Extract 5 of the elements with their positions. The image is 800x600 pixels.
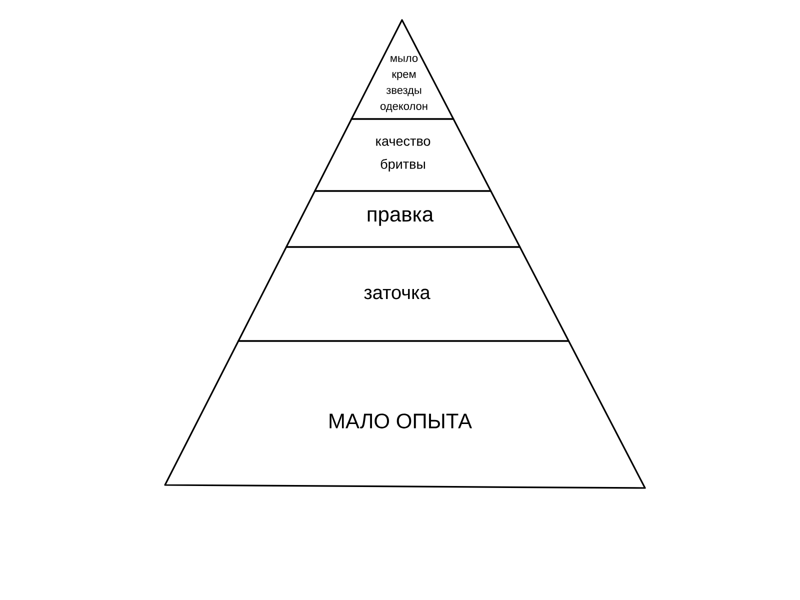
pyramid-tier: мыло крем звезды одеколон xyxy=(350,19,454,120)
pyramid-tier: качество бритвы xyxy=(314,118,492,192)
pyramid-tier: МАЛО ОПЫТА xyxy=(164,340,646,489)
pyramid-tier: правка xyxy=(286,190,521,248)
pyramid-tier: заточка xyxy=(238,246,570,342)
